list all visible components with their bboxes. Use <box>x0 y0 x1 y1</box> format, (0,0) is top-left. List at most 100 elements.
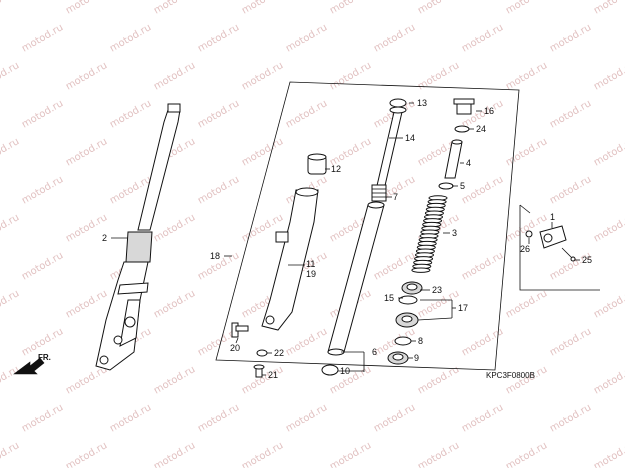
direction-label: FR. <box>38 353 51 362</box>
watermark-text: motod.ru <box>328 440 373 468</box>
watermark-text: motod.ru <box>548 22 593 54</box>
o-ring <box>454 125 470 133</box>
callout-18: 18 <box>210 251 220 261</box>
spring-seat <box>438 182 454 190</box>
callout-9: 9 <box>414 353 419 363</box>
watermark-text: motod.ru <box>64 440 109 468</box>
watermark-text: motod.ru <box>64 0 109 17</box>
watermark-text: motod.ru <box>240 60 285 92</box>
callout-19: 19 <box>306 269 316 279</box>
oil-seal <box>395 312 419 328</box>
guide-bushing <box>307 153 327 175</box>
fork-assembly <box>95 103 181 371</box>
watermark-text: motod.ru <box>20 22 65 54</box>
callout-1: 1 <box>550 212 555 222</box>
watermark-text: motod.ru <box>152 440 197 468</box>
watermark-text: motod.ru <box>284 326 329 358</box>
watermark-text: motod.ru <box>20 402 65 434</box>
socket-bolt <box>231 322 249 338</box>
watermark-text: motod.ru <box>416 440 461 468</box>
watermark-text: motod.ru <box>20 174 65 206</box>
assembly-frame <box>215 81 520 371</box>
callout-3: 3 <box>452 228 457 238</box>
watermark-text: motod.ru <box>20 98 65 130</box>
watermark-text: motod.ru <box>592 364 625 396</box>
watermark-text: motod.ru <box>240 0 285 17</box>
watermark-text: motod.ru <box>328 0 373 17</box>
watermark-text: motod.ru <box>64 364 109 396</box>
leader-lines <box>111 102 580 376</box>
watermark-text: motod.ru <box>284 98 329 130</box>
watermark-text: motod.ru <box>592 212 625 244</box>
reflector-clamp <box>539 225 567 249</box>
watermark-text: motod.ru <box>504 0 549 17</box>
watermark-text: motod.ru <box>416 364 461 396</box>
watermark-text: motod.ru <box>0 0 21 17</box>
watermark-text: motod.ru <box>0 212 21 244</box>
spacer-collar <box>444 139 463 179</box>
watermark-text: motod.ru <box>240 440 285 468</box>
callout-25: 25 <box>582 255 592 265</box>
watermark-text: motod.ru <box>548 174 593 206</box>
watermark-text: motod.ru <box>0 364 21 396</box>
watermark-text: motod.ru <box>196 22 241 54</box>
watermark-text: motod.ru <box>460 174 505 206</box>
watermark-text: motod.ru <box>64 288 109 320</box>
dust-seal <box>401 281 423 295</box>
detail-frame <box>519 205 600 291</box>
rebound-spring <box>371 184 387 202</box>
watermark-text: motod.ru <box>416 0 461 17</box>
watermark-text: motod.ru <box>284 402 329 434</box>
callout-13: 13 <box>417 98 427 108</box>
watermark-text: motod.ru <box>460 22 505 54</box>
watermark-text: motod.ru <box>152 212 197 244</box>
watermark-text: motod.ru <box>504 440 549 468</box>
spring-coil <box>411 267 431 273</box>
watermark-text: motod.ru <box>548 326 593 358</box>
watermark-text: motod.ru <box>548 98 593 130</box>
fork-bolt <box>453 98 475 115</box>
callout-15: 15 <box>384 293 394 303</box>
callout-22: 22 <box>274 348 284 358</box>
watermark-text: motod.ru <box>196 402 241 434</box>
slide-bushing <box>321 364 339 376</box>
watermark-text: motod.ru <box>372 250 417 282</box>
callout-7: 7 <box>393 192 398 202</box>
watermark-text: motod.ru <box>152 364 197 396</box>
watermark-text: motod.ru <box>196 174 241 206</box>
callout-20: 20 <box>230 343 240 353</box>
watermark-text: motod.ru <box>20 250 65 282</box>
callout-26: 26 <box>520 244 530 254</box>
watermark-text: motod.ru <box>64 60 109 92</box>
watermark-text: motod.ru <box>108 22 153 54</box>
diagram-code: KPC3F0800B <box>486 371 535 380</box>
callout-12: 12 <box>331 164 341 174</box>
watermark-text: motod.ru <box>328 60 373 92</box>
watermark-text: motod.ru <box>152 288 197 320</box>
callout-24: 24 <box>476 124 486 134</box>
watermark-text: motod.ru <box>460 250 505 282</box>
callout-labels: 2 13 14 16 24 4 5 12 7 3 18 11 19 23 15 … <box>102 98 592 380</box>
watermark-text: motod.ru <box>592 136 625 168</box>
watermark-text: motod.ru <box>108 98 153 130</box>
sealing-washer <box>256 349 268 357</box>
callout-14: 14 <box>405 133 415 143</box>
watermark-text: motod.ru <box>0 288 21 320</box>
back-up-ring <box>394 336 412 346</box>
stopper-ring <box>398 295 418 305</box>
front-direction-arrow: FR. <box>13 353 51 375</box>
callout-16: 16 <box>484 106 494 116</box>
guide-bush <box>387 351 409 365</box>
fork-slider <box>261 187 319 331</box>
watermark-text: motod.ru <box>240 136 285 168</box>
callout-21: 21 <box>268 370 278 380</box>
clamp-bolt <box>561 247 576 262</box>
watermark-text: motod.ru <box>0 60 21 92</box>
callout-8: 8 <box>418 336 423 346</box>
watermark-text: motod.ru <box>284 22 329 54</box>
watermark-text: motod.ru <box>592 0 625 17</box>
watermark-text: motod.ru <box>504 60 549 92</box>
callout-6: 6 <box>372 347 377 357</box>
watermark-text: motod.ru <box>152 0 197 17</box>
